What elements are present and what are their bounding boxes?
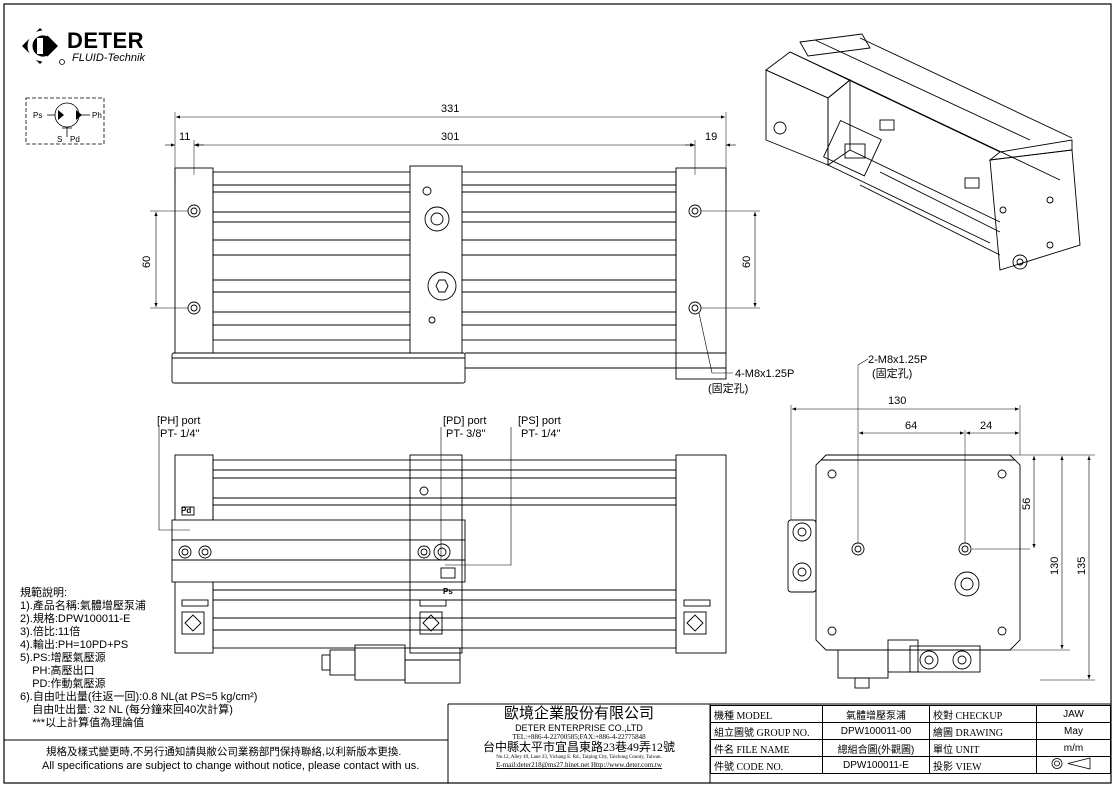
code-label: 件號 CODE NO. [710,756,823,774]
title-row: 組立圖號 GROUP NO. DPW100011-00 繪圖 DRAWING M… [710,722,1111,740]
spec-notes: 規範說明: 1).產品名稱:氣體增壓泵浦 2).規格:DPW100011-E 3… [20,587,257,730]
deter-logo: DETER FLUID-Technik [22,28,145,65]
group-label: 組立圖號 GROUP NO. [710,722,823,740]
spec-line: 1).產品名稱:氣體增壓泵浦 [20,600,146,612]
side-view [158,427,727,684]
ph-port-label: [PH] port [157,415,200,427]
drawing-label: 繪圖 DRAWING [929,722,1037,740]
company-name-en: DETER ENTERPRISE CO.,LTD [515,723,643,733]
group-value: DPW100011-00 [822,722,930,740]
file-label: 件名 FILE NAME [710,739,823,757]
hole-note-sub: (固定孔) [872,366,912,380]
symbol-pd: Pd [70,135,80,144]
top-view [150,112,760,384]
notice-zh: 規格及樣式變更時,不另行通知請與敝公司業務部門保持聯絡,以利新版本更換. [46,746,402,758]
check-value: JAW [1036,705,1111,723]
pd-port-size: PT- 3/8" [446,428,485,440]
spec-line: 規範說明: [20,587,68,599]
company-info: 歐境企業股份有限公司 DETER ENTERPRISE CO.,LTD TEL:… [450,706,708,770]
company-name-zh: 歐境企業股份有限公司 [503,706,654,722]
unit-value: m/m [1036,739,1111,757]
title-row: 件名 FILE NAME 總組合圖(外觀圖) 單位 UNIT m/m [710,739,1111,757]
drawing-value: May [1036,722,1111,740]
end-v135: 135 [1076,557,1088,575]
projection-symbol [1036,756,1111,774]
end-view [787,358,1095,689]
title-block: 機種 MODEL 氣體增壓泵浦 校對 CHECKUP JAW 組立圖號 GROU… [710,705,1111,774]
view-label: 投影 VIEW [929,756,1037,774]
dim-center-span: 301 [441,131,459,143]
notice-en: All specifications are subject to change… [42,760,420,772]
logo-brand: DETER [67,28,144,53]
ph-port-size: PT- 1/4" [160,428,199,440]
spec-line: PH:高壓出口 [20,665,95,677]
dim-left-height: 60 [141,256,153,268]
ps-tag: Ps [443,587,453,596]
end-v56: 56 [1021,498,1033,510]
company-email: E-mail:deter218@ms27.hinet.net Http://ww… [496,761,662,769]
dim-right-height: 60 [741,256,753,268]
symbol-s: S [57,135,62,144]
end-v130: 130 [1049,557,1061,575]
isometric-view [765,33,1081,271]
file-value: 總組合圖(外觀圖) [822,739,930,757]
symbol-ph: Ph [92,111,102,120]
ps-port-size: PT- 1/4" [521,428,560,440]
unit-label: 單位 UNIT [929,739,1037,757]
title-row: 件號 CODE NO. DPW100011-E 投影 VIEW [710,756,1111,774]
hole-note: 2-M8x1.25P [868,354,927,366]
third-angle-projection-icon [1051,757,1090,770]
mount-note: 4-M8x1.25P [735,368,794,380]
spec-line: ***以上計算值為理論值 [20,717,145,729]
dim-left-offset: 11 [179,131,190,143]
company-address-en: No.12, Alley 49, Lane 23, Yichang E. Rd.… [496,755,662,760]
spec-line: 2).規格:DPW100011-E [20,613,131,625]
company-address-zh: 台中縣太平市宜昌東路23巷49弄12號 [482,740,675,754]
spec-line: 3).倍比:11倍 [20,626,81,638]
company-tel: TEL:+886-4-22700585;FAX:+886-4-22775848 [512,733,646,741]
dim-overall: 331 [441,103,459,115]
model-label: 機種 MODEL [710,705,823,723]
spec-line: 自由吐出量: 32 NL (每分鐘來回40次計算) [20,704,233,716]
check-label: 校對 CHECKUP [929,705,1037,723]
spec-line: 6).自由吐出量(往返一回):0.8 NL(at PS=5 kg/cm²) [20,691,258,703]
end-width: 130 [888,395,906,407]
ps-port-label: [PS] port [518,415,561,427]
pd-tag: Pd [181,506,191,515]
mount-note-sub: (固定孔) [708,381,748,395]
symbol-ps: Ps [33,111,42,120]
spec-line: 4).輸出:PH=10PD+PS [20,639,129,651]
pd-port-label: [PD] port [443,415,486,427]
pump-symbol: Ps Ph S Pd [25,97,105,145]
spec-line: PD:作動氣壓源 [20,678,106,690]
spec-line: 5).PS:增壓氣壓源 [20,652,106,664]
code-value: DPW100011-E [822,756,930,774]
dim-right-offset: 19 [705,131,717,143]
title-row: 機種 MODEL 氣體增壓泵浦 校對 CHECKUP JAW [710,705,1111,723]
logo-subtitle: FLUID-Technik [72,52,145,64]
end-span-64: 64 [905,420,917,432]
sheet-border [3,3,1112,784]
end-span-24: 24 [980,420,992,432]
model-value: 氣體增壓泵浦 [822,705,930,723]
